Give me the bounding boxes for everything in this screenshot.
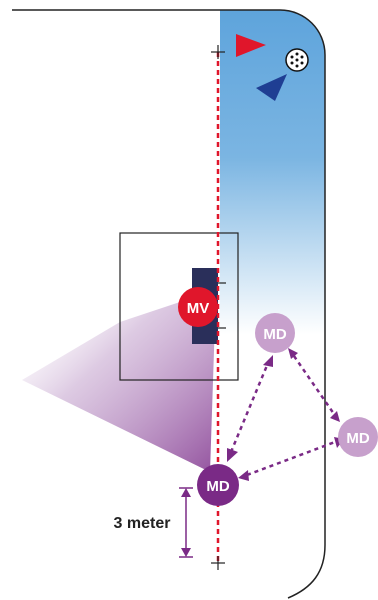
- pass-arrows: [227, 348, 344, 481]
- arrow-md-main-to-md-upper: [229, 362, 270, 453]
- bracket-arrow-top: [181, 488, 191, 497]
- blue-zone: [220, 10, 325, 600]
- vision-cone: [22, 290, 216, 472]
- bracket-arrow-bottom: [181, 548, 191, 557]
- distance-label: 3 meter: [114, 515, 171, 532]
- player-mv-label: MV: [187, 300, 210, 317]
- player-md-upper-label: MD: [263, 326, 286, 343]
- player-md-right[interactable]: MD: [338, 417, 378, 457]
- distance-bracket: [179, 487, 193, 558]
- player-md-main-label: MD: [206, 478, 229, 495]
- penalty-box: [119, 232, 239, 381]
- blue-triangle-marker-icon: [256, 74, 287, 101]
- player-md-main[interactable]: MD: [197, 464, 239, 506]
- soccer-ball-icon: [285, 48, 309, 72]
- player-md-upper[interactable]: MD: [255, 313, 295, 353]
- player-md-right-label: MD: [346, 430, 369, 447]
- field-outline: [12, 9, 326, 599]
- red-triangle-marker-icon: [236, 34, 266, 57]
- arrow-md-upper-to-md-right: [292, 355, 336, 415]
- player-mv[interactable]: MV: [178, 287, 218, 327]
- tick-marks: [211, 45, 226, 570]
